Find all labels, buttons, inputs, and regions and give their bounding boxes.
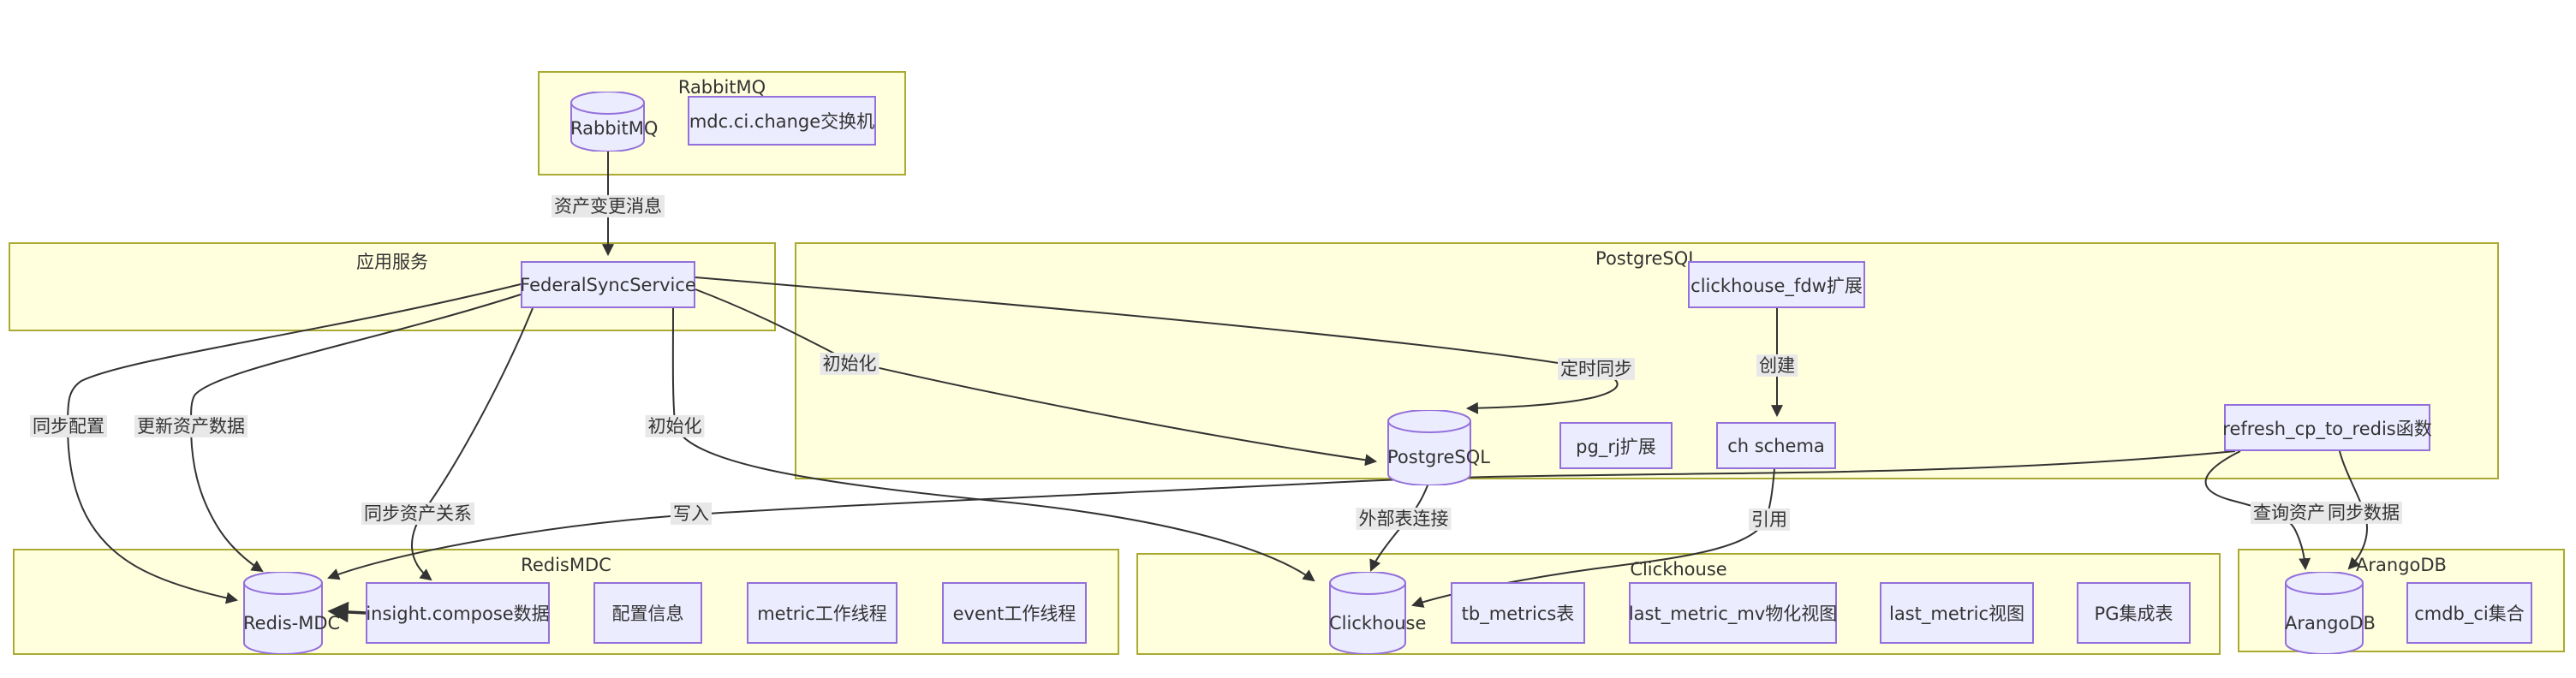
node-label-event: event工作线程 xyxy=(952,604,1076,624)
node-cmdb: cmdb_ci集合 xyxy=(2406,582,2532,644)
node-arango_db: ArangoDB xyxy=(2285,572,2376,654)
node-label-pg_db: PostgreSQL xyxy=(1387,446,1490,467)
node-label-redis_db: Redis-MDC xyxy=(243,612,341,633)
node-pg_rj: pg_rj扩展 xyxy=(1559,422,1673,469)
node-last_mv: last_metric_mv物化视图 xyxy=(1629,582,1837,644)
cylinder-shape-redis_db xyxy=(243,572,323,654)
node-label-insight: insight.compose数据 xyxy=(366,604,550,624)
node-fss: FederalSyncService xyxy=(520,261,696,308)
node-insight: insight.compose数据 xyxy=(366,582,550,644)
node-exchange: mdc.ci.change交换机 xyxy=(688,96,876,146)
node-label-pg_rj: pg_rj扩展 xyxy=(1576,436,1656,457)
edge-refresh-redis_db xyxy=(327,450,2236,580)
edge-fss-pg_db xyxy=(695,288,1378,467)
edge-fss-pg_db xyxy=(695,277,1619,414)
node-label-exchange: mdc.ci.change交换机 xyxy=(689,111,875,132)
cylinder-shape-arango_db xyxy=(2285,572,2364,654)
edge-label-fss-pg_db: 定时同步 xyxy=(1558,357,1635,381)
edge-label-refresh-arango_db: 查询资产 xyxy=(2251,501,2328,525)
node-metric: metric工作线程 xyxy=(747,582,897,644)
edge-fss-redis_db xyxy=(66,283,522,604)
node-config: 配置信息 xyxy=(593,582,702,644)
node-fdw: clickhouse_fdw扩展 xyxy=(1688,261,1865,308)
edge-label-refresh-redis_db: 写入 xyxy=(671,502,712,526)
edge-label-rabbitmq_db-fss: 资产变更消息 xyxy=(552,194,665,218)
node-label-metric: metric工作线程 xyxy=(757,604,887,624)
node-label-ch_schema: ch schema xyxy=(1727,435,1825,456)
node-label-last_mv: last_metric_mv物化视图 xyxy=(1628,604,1838,624)
edge-label-pg_db-ch_db: 外部表连接 xyxy=(1356,507,1452,531)
node-label-pg_int: PG集成表 xyxy=(2094,604,2174,624)
edge-label-fdw-ch_schema: 创建 xyxy=(1756,354,1798,378)
edge-label-fss-insight: 同步资产关系 xyxy=(361,502,474,526)
node-label-cmdb: cmdb_ci集合 xyxy=(2414,604,2525,624)
edge-label-fss-redis_db: 同步配置 xyxy=(30,414,107,438)
cylinder-shape-ch_db xyxy=(1329,572,1406,654)
edge-label-fss-pg_db: 初始化 xyxy=(820,352,880,376)
node-label-tb_metrics: tb_metrics表 xyxy=(1461,604,1575,624)
node-label-config: 配置信息 xyxy=(611,604,684,624)
node-pg_db: PostgreSQL xyxy=(1387,410,1490,485)
node-label-refresh: refresh_cp_to_redis函数 xyxy=(2222,418,2432,439)
edge-label-fss-ch_db: 初始化 xyxy=(645,414,705,438)
node-label-ch_db: Clickhouse xyxy=(1329,612,1427,633)
edge-label-fss-redis_db: 更新资产数据 xyxy=(134,414,247,438)
cylinder-shape-rabbitmq_db xyxy=(570,92,645,152)
node-label-arango_db: ArangoDB xyxy=(2285,612,2376,633)
edge-label-ch_schema-ch_db: 引用 xyxy=(1749,508,1790,532)
node-label-rabbitmq_db: RabbitMQ xyxy=(570,118,659,140)
node-redis_db: Redis-MDC xyxy=(243,572,341,654)
node-ch_schema: ch schema xyxy=(1716,422,1836,469)
cylinder-shape-pg_db xyxy=(1387,410,1471,485)
edge-label-refresh-arango_db: 同步数据 xyxy=(2325,501,2402,525)
edge-fss-redis_db xyxy=(189,294,522,573)
edge-fss-ch_db xyxy=(671,307,1315,582)
edge-fss-insight xyxy=(410,307,534,581)
node-event: event工作线程 xyxy=(942,582,1087,644)
node-tb_metrics: tb_metrics表 xyxy=(1451,582,1585,644)
node-rabbitmq_db: RabbitMQ xyxy=(570,92,659,152)
node-pg_int: PG集成表 xyxy=(2077,582,2191,644)
node-label-fdw: clickhouse_fdw扩展 xyxy=(1690,275,1863,296)
node-label-last_view: last_metric视图 xyxy=(1888,604,2024,624)
node-last_view: last_metric视图 xyxy=(1880,582,2034,644)
node-label-fss: FederalSyncService xyxy=(520,274,696,295)
node-ch_db: Clickhouse xyxy=(1329,572,1427,654)
edge-insight-redis_db xyxy=(327,601,367,623)
node-refresh: refresh_cp_to_redis函数 xyxy=(2222,404,2432,451)
